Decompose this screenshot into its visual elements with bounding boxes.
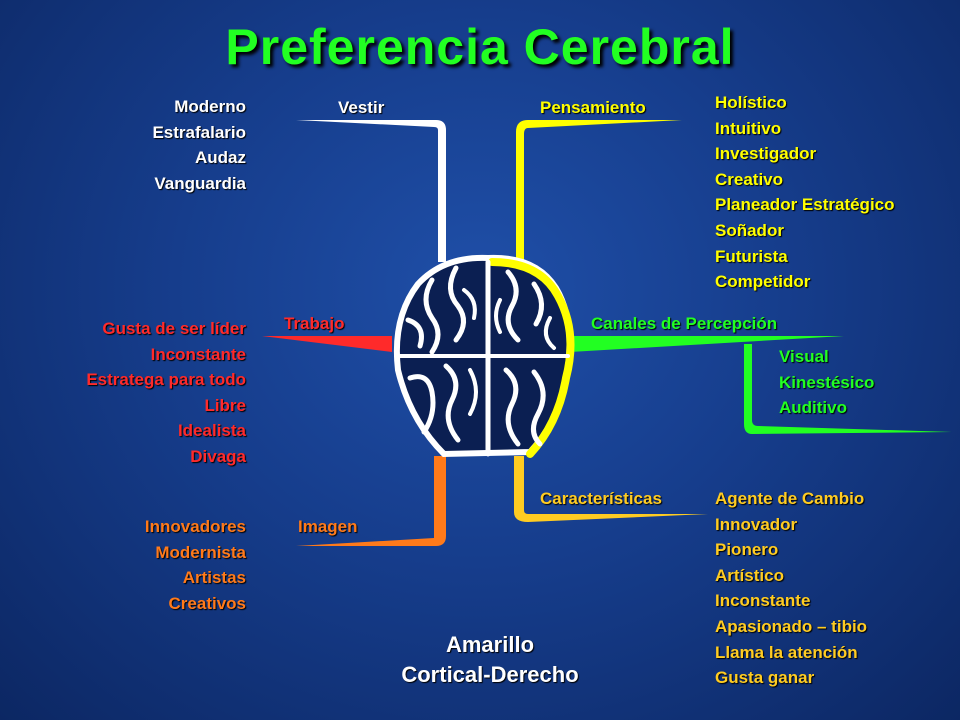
footer-line-1: Amarillo xyxy=(445,632,535,657)
list-item: Vanguardia xyxy=(154,173,246,193)
canales-label: Canales de Percepción xyxy=(591,314,778,333)
list-item: Innovadores xyxy=(144,517,246,536)
list-item: Creativo xyxy=(715,169,784,189)
trabajo-list: Gusta de ser líder Inconstante Estratega… xyxy=(86,316,246,470)
list-item: Divaga xyxy=(190,446,246,466)
list-item: Inconstante xyxy=(150,344,246,364)
list-item: Innovador xyxy=(715,514,798,534)
vestir-label: Vestir xyxy=(338,98,385,117)
brain-icon xyxy=(393,254,575,458)
list-item: Holístico xyxy=(715,93,787,112)
list-item: Artístico xyxy=(715,565,784,585)
list-item: Artistas xyxy=(182,568,246,588)
list-item: Inconstante xyxy=(715,591,811,611)
trabajo-label: Trabajo xyxy=(284,314,345,333)
vestir-branch xyxy=(296,120,446,262)
list-item: Llama la atención xyxy=(715,642,858,662)
footer-caption: Amarillo Cortical-Derecho xyxy=(340,630,640,690)
list-item: Agente de Cambio xyxy=(715,489,865,508)
list-item: Creativos xyxy=(168,593,246,613)
list-item: Audaz xyxy=(195,148,246,168)
list-item: Libre xyxy=(204,395,246,415)
list-item: Auditivo xyxy=(779,398,847,418)
pensamiento-list: Holístico Intuitivo Investigador Creativ… xyxy=(715,90,895,295)
pensamiento-branch xyxy=(516,120,682,262)
list-item: Intuitivo xyxy=(715,118,782,138)
imagen-list: Innovadores Modernista Artistas Creativo… xyxy=(145,514,246,616)
list-item: Moderno xyxy=(174,97,246,116)
caracteristicas-branch xyxy=(514,456,708,522)
caracteristicas-label: Características xyxy=(540,489,662,508)
trabajo-branch xyxy=(262,336,392,352)
list-item: Futurista xyxy=(715,246,788,266)
vestir-list: Moderno Estrafalario Audaz Vanguardia xyxy=(152,94,246,196)
list-item: Gusta ganar xyxy=(715,668,815,688)
list-item: Kinestésico xyxy=(779,372,875,392)
list-item: Soñador xyxy=(715,220,784,240)
list-item: Competidor xyxy=(715,272,811,292)
imagen-label: Imagen xyxy=(298,517,358,536)
list-item: Modernista xyxy=(155,542,246,562)
canales-list: Visual Kinestésico Auditivo xyxy=(779,344,874,421)
footer-line-2: Cortical-Derecho xyxy=(401,662,579,687)
list-item: Estrafalario xyxy=(152,122,246,142)
list-item: Planeador Estratégico xyxy=(715,195,895,215)
list-item: Idealista xyxy=(177,421,246,441)
list-item: Investigador xyxy=(715,144,817,164)
list-item: Estratega para todo xyxy=(86,370,246,390)
canales-branch xyxy=(570,336,844,352)
list-item: Pionero xyxy=(715,540,779,560)
list-item: Apasionado – tibio xyxy=(715,616,868,636)
list-item: Gusta de ser líder xyxy=(102,319,246,338)
list-item: Visual xyxy=(779,347,829,366)
page-title: Preferencia Cerebral xyxy=(225,19,735,75)
pensamiento-label: Pensamiento xyxy=(540,98,646,117)
caracteristicas-list: Agente de Cambio Innovador Pionero Artís… xyxy=(715,486,867,691)
